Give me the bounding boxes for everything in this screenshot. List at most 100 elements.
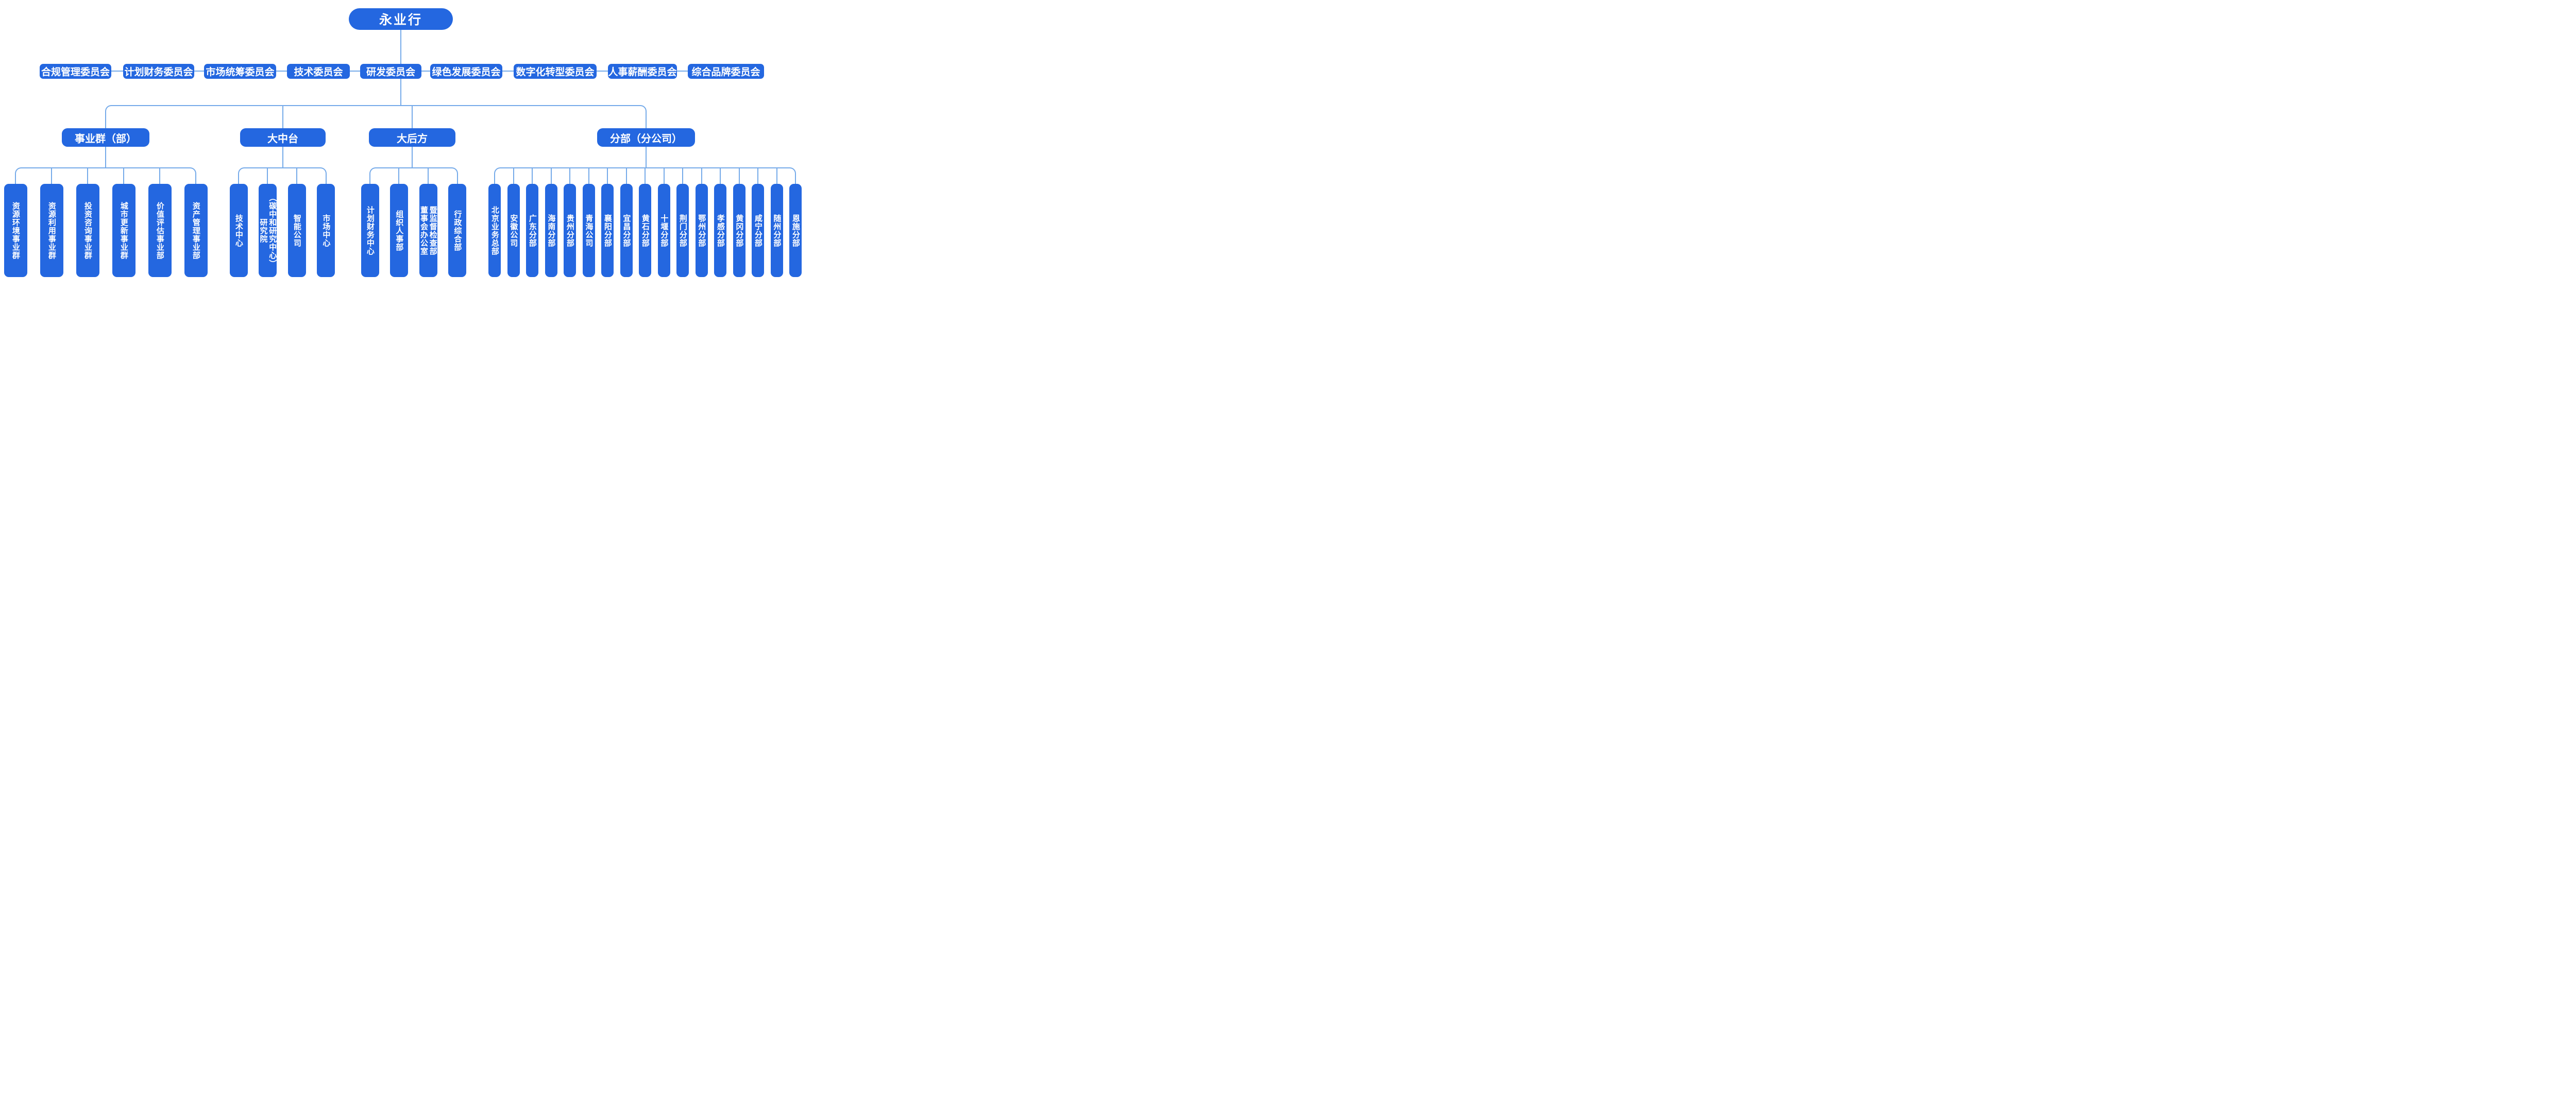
connector-committee-link: [421, 71, 430, 72]
child-label: 鄂州分部: [697, 214, 707, 247]
division1-child-3[interactable]: 投资咨询事业群: [76, 184, 99, 277]
division-header-4[interactable]: 分部（分公司）: [597, 128, 695, 147]
child-label: 随州分部: [772, 214, 782, 247]
division4-child-10[interactable]: 十堰分部: [657, 184, 670, 277]
division1-child-5[interactable]: 价值评估事业部: [148, 184, 172, 277]
connector-committee-link: [502, 71, 514, 72]
child-label: 海南分部: [547, 214, 556, 247]
committee-node-7[interactable]: 数字化转型委员会: [514, 64, 597, 79]
division4-child-6[interactable]: 青海公司: [582, 184, 595, 277]
connector-child-drop: [123, 168, 124, 184]
division3-child-3[interactable]: 董事会办公室 暨监督检查部: [419, 184, 438, 277]
connector-child-drop: [682, 168, 683, 184]
child-label: 咸宁分部: [753, 214, 763, 247]
committee-node-3[interactable]: 市场统筹委员会: [204, 64, 276, 79]
connector-committee-link: [350, 71, 360, 72]
division1-child-2[interactable]: 资源利用事业群: [40, 184, 63, 277]
child-label: 智能公司: [292, 214, 302, 247]
connector-child-drop: [428, 168, 429, 184]
committee-node-2[interactable]: 计划财务委员会: [123, 64, 194, 79]
root-node[interactable]: 永业行: [349, 8, 453, 30]
connector-header-drop: [412, 146, 413, 168]
connector-child-drop: [51, 168, 52, 184]
connector-child-drop: [701, 168, 702, 184]
division4-child-8[interactable]: 宜昌分部: [620, 184, 633, 277]
division2-child-3[interactable]: 智能公司: [287, 184, 306, 277]
division4-child-2[interactable]: 安徽公司: [507, 184, 520, 277]
division4-child-15[interactable]: 咸宁分部: [752, 184, 764, 277]
division1-child-1[interactable]: 资源环境事业群: [4, 184, 27, 277]
division2-child-1[interactable]: 技术中心: [229, 184, 248, 277]
connector-child-drop: [267, 168, 268, 184]
division1-child-4[interactable]: 城市更新事业群: [112, 184, 135, 277]
child-label: 研究院 （碳中和研究中心）: [259, 193, 278, 268]
committee-node-1[interactable]: 合规管理委员会: [40, 64, 111, 79]
division3-child-1[interactable]: 计划财务中心: [361, 184, 379, 277]
division4-child-3[interactable]: 广东分部: [526, 184, 538, 277]
division4-child-17[interactable]: 恩施分部: [789, 184, 802, 277]
committee-node-4[interactable]: 技术委员会: [287, 64, 350, 79]
connector-child-drop: [159, 168, 160, 184]
connector-child-drop: [757, 168, 758, 184]
connector-trunk: [105, 105, 647, 128]
connector-child-drop: [398, 168, 399, 184]
division3-child-2[interactable]: 组织人事部: [390, 184, 408, 277]
child-label: 襄阳分部: [603, 214, 613, 247]
child-label: 投资咨询事业群: [83, 201, 93, 260]
connector-trunk-drop: [412, 106, 413, 128]
child-label: 城市更新事业群: [119, 201, 129, 260]
division4-child-11[interactable]: 荆门分部: [676, 184, 689, 277]
connector-child-drop: [296, 168, 297, 184]
division2-child-2[interactable]: 研究院 （碳中和研究中心）: [259, 184, 277, 277]
division2-child-4[interactable]: 市场中心: [317, 184, 335, 277]
division3-child-4[interactable]: 行政综合部: [448, 184, 466, 277]
child-label: 宜昌分部: [622, 214, 632, 247]
division-header-3[interactable]: 大后方: [369, 128, 455, 147]
child-label: 恩施分部: [791, 214, 801, 247]
division4-child-12[interactable]: 鄂州分部: [695, 184, 708, 277]
committee-node-9[interactable]: 综合品牌委员会: [688, 64, 764, 79]
child-label: 孝感分部: [716, 214, 725, 247]
connector-child-drop: [625, 168, 627, 184]
connector-child-drop: [607, 168, 608, 184]
division-header-1[interactable]: 事业群（部）: [62, 128, 149, 147]
committee-node-8[interactable]: 人事薪酬委员会: [608, 64, 677, 79]
child-label: 技术中心: [234, 214, 244, 247]
child-label: 贵州分部: [565, 214, 575, 247]
division4-child-7[interactable]: 襄阳分部: [601, 184, 614, 277]
connector-child-drop: [87, 168, 88, 184]
child-label: 计划财务中心: [365, 205, 375, 255]
connector-child-drop: [532, 168, 533, 184]
child-label: 安徽公司: [509, 214, 519, 247]
connector-child-drop: [513, 168, 514, 184]
committee-node-6[interactable]: 绿色发展委员会: [430, 64, 502, 79]
child-label: 董事会办公室 暨监督检查部: [419, 205, 438, 255]
child-label: 资源环境事业群: [11, 201, 21, 260]
connector-child-drop: [588, 168, 589, 184]
division1-child-6[interactable]: 资产管理事业部: [184, 184, 208, 277]
child-label: 广东分部: [528, 214, 537, 247]
connector-rail-division2: [238, 167, 327, 184]
division4-child-13[interactable]: 孝感分部: [714, 184, 726, 277]
child-label: 资源利用事业群: [47, 201, 57, 260]
connector-child-drop: [738, 168, 740, 184]
connector-child-drop: [550, 168, 552, 184]
division4-child-5[interactable]: 贵州分部: [564, 184, 576, 277]
division-header-2[interactable]: 大中台: [240, 128, 326, 147]
connector-rail-division1: [15, 167, 196, 184]
committee-node-5[interactable]: 研发委员会: [360, 64, 421, 79]
connector-committee-link: [677, 71, 688, 72]
child-label: 黄冈分部: [735, 214, 744, 247]
connector-header-drop: [282, 146, 283, 168]
division4-child-16[interactable]: 随州分部: [770, 184, 783, 277]
child-label: 十堰分部: [659, 214, 669, 247]
connector-committee-link: [194, 71, 204, 72]
division4-child-9[interactable]: 黄石分部: [639, 184, 651, 277]
division4-child-1[interactable]: 北京业务总部: [488, 184, 501, 277]
connector-rail-division3: [369, 167, 458, 184]
connector-header-drop: [105, 146, 106, 168]
division4-child-14[interactable]: 黄冈分部: [733, 184, 745, 277]
division4-child-4[interactable]: 海南分部: [545, 184, 557, 277]
connector-child-drop: [720, 168, 721, 184]
connector-child-drop: [569, 168, 570, 184]
